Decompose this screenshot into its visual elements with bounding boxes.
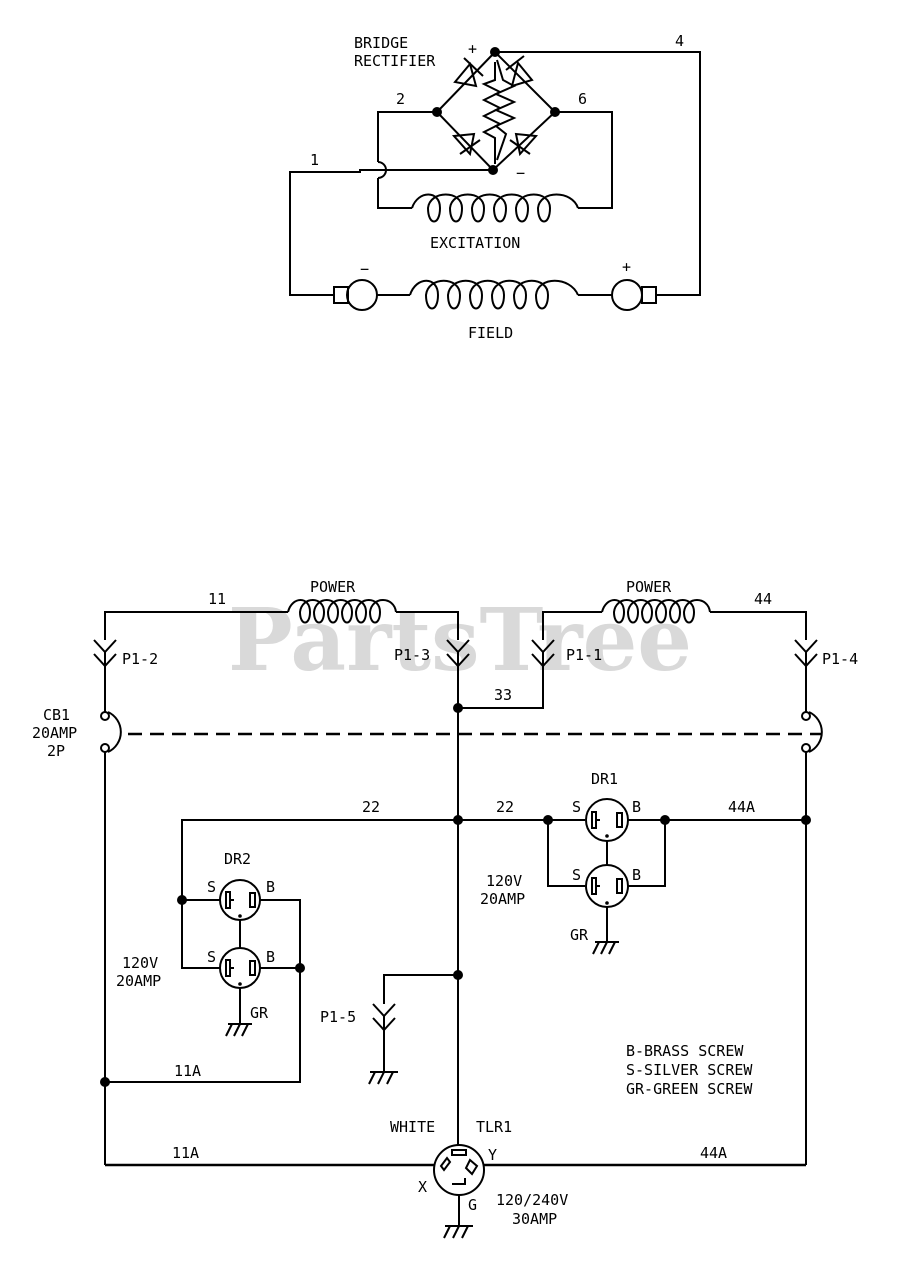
wire-22-left: [181, 819, 458, 901]
diode-top-right: [505, 55, 534, 88]
power-coil-left: [287, 599, 397, 624]
wire-22-left-label: 22: [362, 798, 380, 816]
dr1-rating-volts: 120V: [486, 872, 522, 890]
wire-22-right-label: 22: [496, 798, 514, 816]
power-right-label: POWER: [626, 578, 672, 596]
connector-p1-2: [93, 639, 117, 712]
diode-bottom-right: [509, 132, 539, 157]
power-coil-right: [601, 599, 711, 624]
p1-3-label: P1-3: [394, 646, 430, 664]
wire-33-label: 33: [494, 686, 512, 704]
receptacle-tlr1: [105, 1144, 806, 1239]
dr1-b-bottom: B: [632, 866, 641, 884]
dr1-rating-amps: 20AMP: [480, 890, 525, 908]
wire-6: [555, 111, 613, 209]
legend-silver: S-SILVER SCREW: [626, 1061, 753, 1079]
wire-2: [377, 111, 437, 162]
legend-green: GR-GREEN SCREW: [626, 1080, 753, 1098]
dr2-b-top: B: [266, 878, 275, 896]
field-plus-label: +: [622, 258, 631, 276]
cb1-label: CB1: [43, 706, 70, 724]
tlr1-g-label: G: [468, 1196, 477, 1214]
dr2-s-top: S: [207, 878, 216, 896]
wire-2-label: 2: [396, 90, 405, 108]
legend-brass: B-BRASS SCREW: [626, 1042, 744, 1060]
wire-4: [495, 51, 701, 296]
wire-11-label: 11: [208, 590, 226, 608]
dr2-s-bottom: S: [207, 948, 216, 966]
connector-p1-3: [446, 639, 470, 1145]
wire-44a-bottom-label: 44A: [700, 1144, 727, 1162]
exciter-circuit: BRIDGE RECTIFIER + − 4 2 6 1 EXCITATION: [289, 32, 701, 342]
field-coil: [333, 279, 657, 311]
dr1-s-bottom: S: [572, 866, 581, 884]
wire-11a-mid: [105, 968, 301, 1083]
connector-p1-4: [794, 639, 818, 712]
p1-2-label: P1-2: [122, 650, 158, 668]
receptacle-dr2: [219, 879, 301, 1037]
wire-6-label: 6: [578, 90, 587, 108]
bridge-plus-label: +: [468, 40, 477, 58]
cb1-poles-label: 2P: [47, 742, 65, 760]
wire-11a-mid-label: 11A: [174, 1062, 201, 1080]
tlr1-x-label: X: [418, 1178, 427, 1196]
wire-44-label: 44: [754, 590, 772, 608]
p1-4-label: P1-4: [822, 650, 858, 668]
wire-11a-bottom-label: 11A: [172, 1144, 199, 1162]
wire-11: [104, 611, 288, 640]
wire-1-label: 1: [310, 151, 319, 169]
field-label: FIELD: [468, 324, 513, 342]
dr1-gr-label: GR: [570, 926, 589, 944]
excitation-label: EXCITATION: [430, 234, 520, 252]
dr1-s-top: S: [572, 798, 581, 816]
tlr1-label: TLR1: [476, 1118, 512, 1136]
receptacle-dr1: [585, 798, 806, 955]
screw-legend: B-BRASS SCREW S-SILVER SCREW GR-GREEN SC…: [626, 1042, 753, 1098]
dr1-b-top: B: [632, 798, 641, 816]
wire-4-label: 4: [675, 32, 684, 50]
p1-1-label: P1-1: [566, 646, 602, 664]
wire-44a-top-label: 44A: [728, 798, 755, 816]
power-left-label: POWER: [310, 578, 356, 596]
dr2-b-bottom: B: [266, 948, 275, 966]
p1-5-label: P1-5: [320, 1008, 356, 1026]
connector-p1-1: [458, 639, 555, 709]
excitation-coil: [411, 193, 579, 223]
bridge-minus-label: −: [516, 164, 525, 182]
wire-44: [710, 611, 807, 640]
connector-p1-5: [368, 974, 458, 1085]
dr2-label: DR2: [224, 850, 251, 868]
power-circuit: 11 POWER 44 POWER P1-2 P1-3 P1-1 33: [32, 578, 858, 1239]
resistor-left: [481, 62, 503, 164]
tlr1-rating-amps: 30AMP: [512, 1210, 557, 1228]
diode-bottom-left: [451, 132, 481, 157]
dr1-label: DR1: [591, 770, 618, 788]
dr2-rating-amps: 20AMP: [116, 972, 161, 990]
resistor-right: [493, 59, 517, 161]
bridge-rectifier: [432, 47, 560, 175]
tlr1-y-label: Y: [488, 1146, 497, 1164]
dr2-gr-label: GR: [250, 1004, 269, 1022]
wire-1: [289, 169, 386, 296]
bridge-label-line1: BRIDGE: [354, 34, 408, 52]
diode-top-left: [453, 57, 484, 88]
tlr1-rating-volts: 120/240V: [496, 1191, 568, 1209]
dr2-rating-volts: 120V: [122, 954, 158, 972]
field-minus-label: −: [360, 260, 369, 278]
cb1-rating-label: 20AMP: [32, 724, 77, 742]
bridge-label-line2: RECTIFIER: [354, 52, 436, 70]
tlr1-white-label: WHITE: [390, 1118, 435, 1136]
